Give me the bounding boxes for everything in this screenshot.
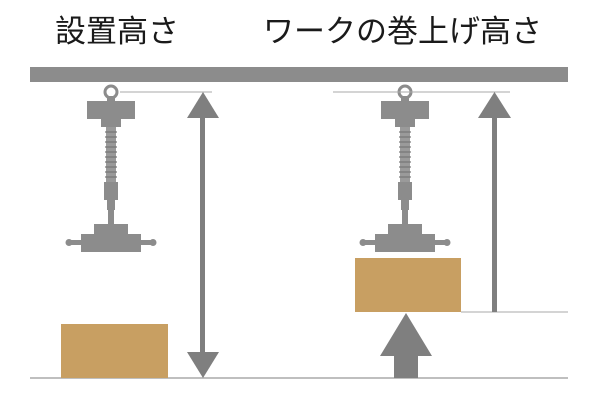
lift-height-arrow-icon [478,92,511,312]
hoist-left-icon [64,84,158,254]
installation-height-arrow-icon [187,92,219,378]
ceiling-beam [30,67,568,82]
work-box-left [61,324,168,378]
installation-height-label: 設置高さ [55,14,179,50]
work-box-lifted [355,258,461,312]
hoist-right-icon [358,84,452,254]
work-lift-height-label: ワークの巻上げ高さ [263,14,542,50]
lift-up-arrow-icon [380,313,432,378]
